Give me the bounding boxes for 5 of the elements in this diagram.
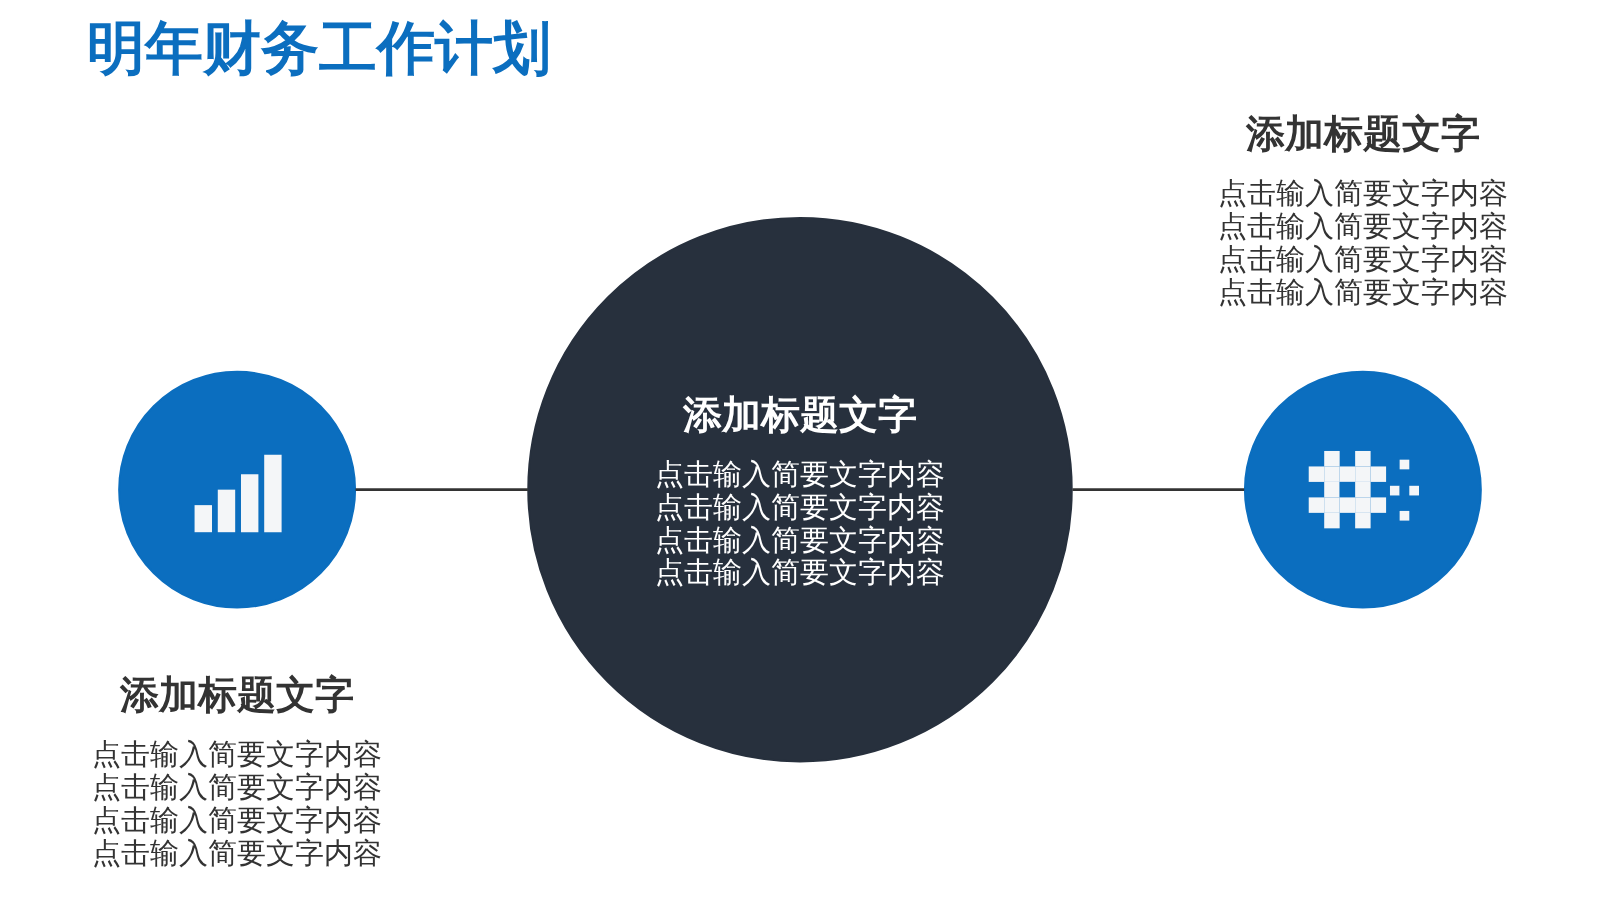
- node-label: 添加标题文字: [120, 672, 355, 718]
- node-label: 添加标题文字: [1245, 111, 1480, 157]
- diagram-title: 明年财务工作计划: [87, 13, 552, 82]
- node-label: 点击输入简要文字内容点击输入简要文字内容点击输入简要文字内容点击输入简要文字内容: [92, 737, 383, 870]
- node-label: 点击输入简要文字内容点击输入简要文字内容点击输入简要文字内容点击输入简要文字内容: [1217, 176, 1508, 310]
